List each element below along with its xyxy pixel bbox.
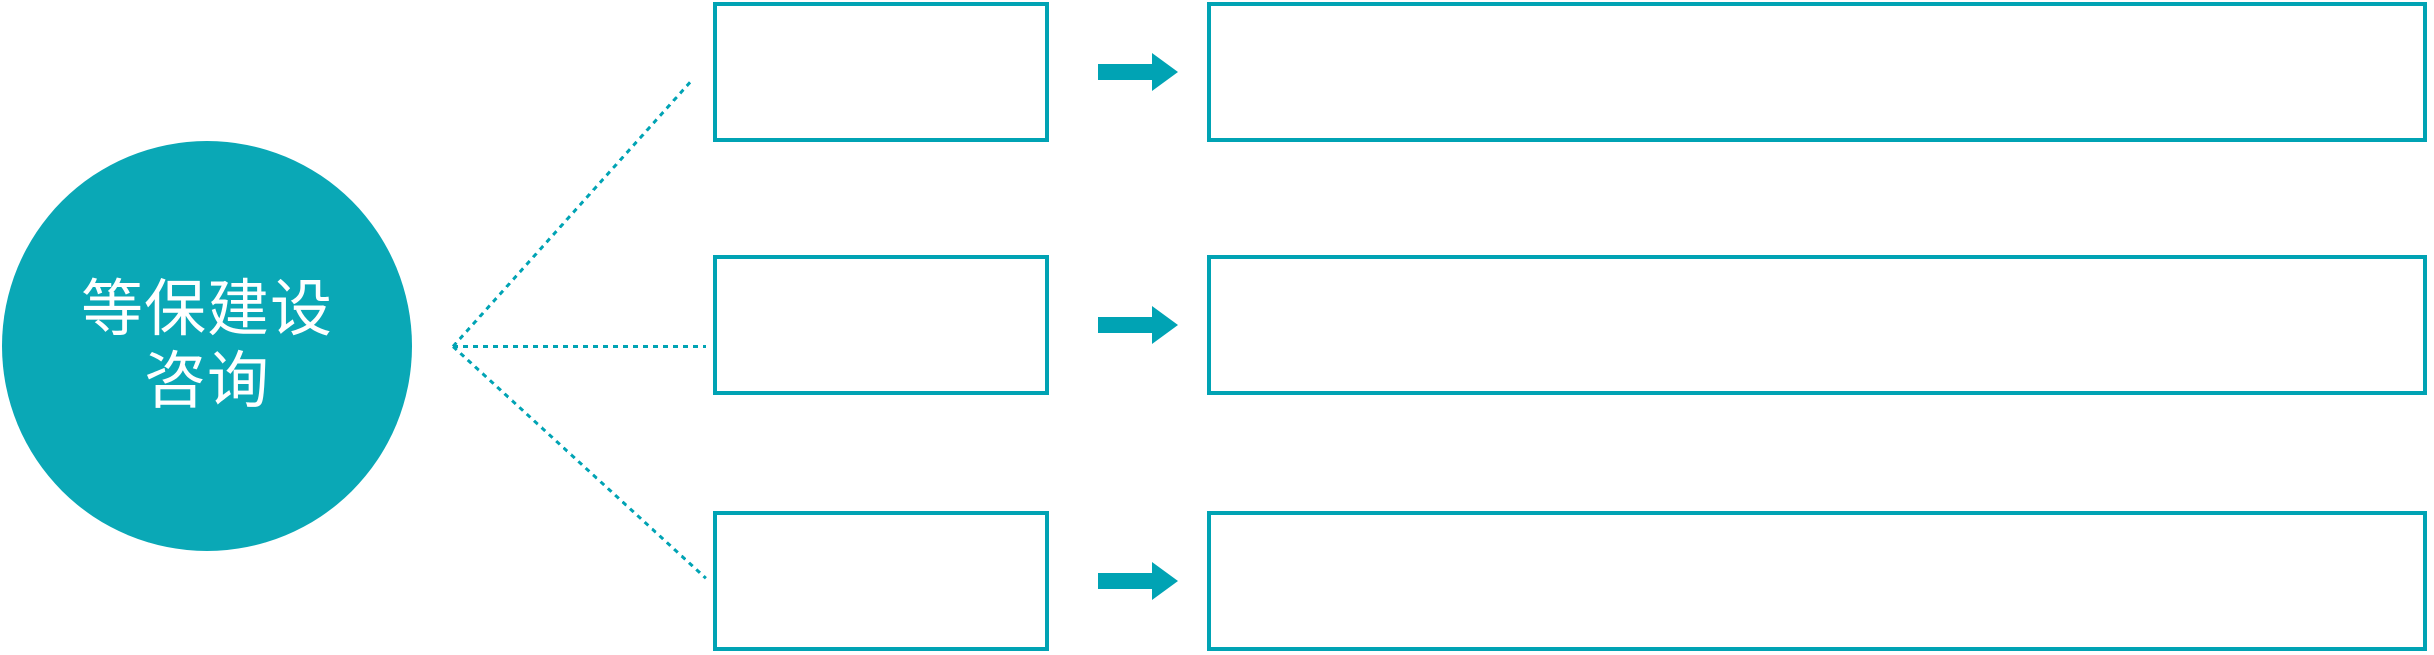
dotted-connector-bottom-icon	[451, 345, 707, 580]
detail-box-1	[1207, 2, 2427, 142]
stage-box-2	[713, 255, 1049, 395]
hub-label-line2: 咨询	[143, 347, 270, 416]
detail-box-2	[1207, 255, 2427, 395]
detail-box-3	[1207, 511, 2427, 651]
right-arrow-icon	[1098, 53, 1178, 91]
stage-box-1	[713, 2, 1049, 142]
right-arrow-icon	[1098, 562, 1178, 600]
dotted-connector-top-icon	[451, 79, 694, 348]
dotted-connector-middle-icon	[453, 345, 706, 348]
right-arrow-icon	[1098, 306, 1178, 344]
hub-label-line1: 等保建设	[80, 275, 333, 344]
hub-circle: 等保建设 咨询	[2, 141, 412, 551]
stage-box-3	[713, 511, 1049, 651]
hub-label: 等保建设 咨询	[81, 274, 333, 418]
